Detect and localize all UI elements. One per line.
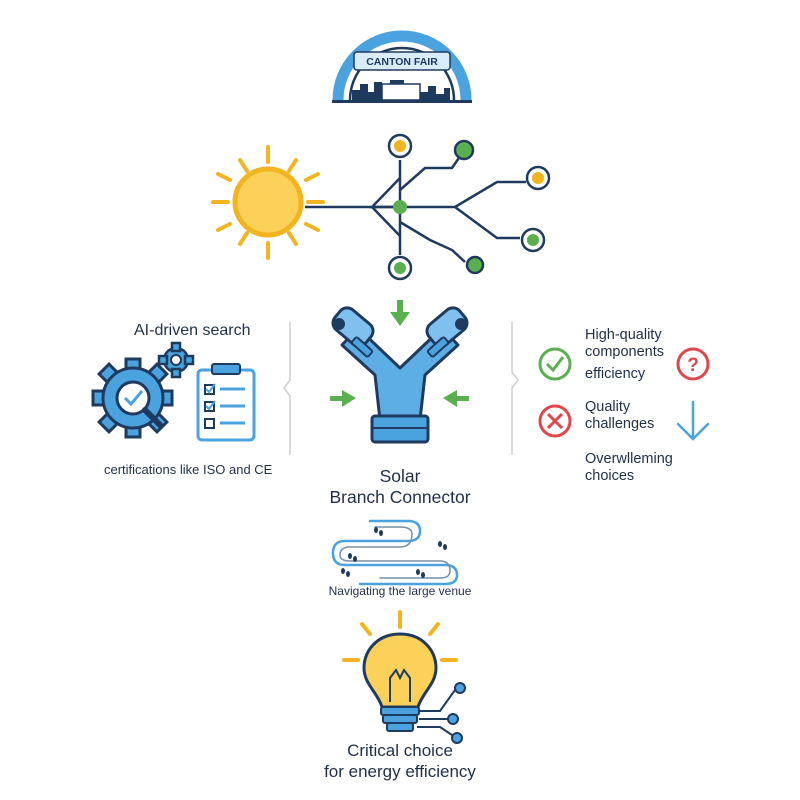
- connector-icon: [331, 306, 469, 444]
- sun-icon: [211, 145, 325, 260]
- footer-line2: for energy efficiency: [324, 762, 476, 781]
- product-title-line2: Branch Connector: [329, 487, 471, 507]
- gear-icon: [91, 341, 195, 439]
- arrow-down-green-icon: [390, 300, 410, 326]
- right-item-high-quality: High-quality components: [585, 327, 664, 360]
- product-title-line1: Solar: [379, 466, 421, 486]
- lightbulb-icon: [342, 610, 466, 744]
- x-icon: [538, 404, 572, 438]
- network-icon: [305, 133, 551, 281]
- certifications-caption: certifications like ISO and CE: [104, 462, 273, 477]
- arrow-left-green-icon: [443, 390, 469, 407]
- divider-right: [511, 322, 519, 455]
- canton-fair-logo: CANTON FAIR: [332, 30, 472, 103]
- footer-caption: Critical choice for energy efficiency: [280, 740, 520, 782]
- arrow-right-green-icon: [330, 390, 356, 407]
- product-title: Solar Branch Connector: [300, 466, 500, 508]
- footer-line1: Critical choice: [347, 741, 453, 760]
- logo-text: CANTON FAIR: [366, 56, 438, 68]
- right-item-quality-challenges: Quality challenges: [585, 399, 655, 432]
- navigation-caption: Navigating the large venue: [328, 584, 472, 598]
- divider-left: [283, 322, 291, 455]
- question-icon: ?: [676, 347, 710, 381]
- left-panel-title: AI-driven search: [134, 322, 251, 339]
- right-item-overwhelming-choices: Overwlleming choices: [585, 451, 673, 484]
- right-item-efficiency: efficiency: [585, 366, 646, 382]
- svg-text:?: ?: [687, 355, 699, 376]
- footsteps-path-icon: [331, 519, 459, 586]
- check-icon: [538, 347, 572, 381]
- down-arrow-icon: [676, 400, 710, 441]
- checklist-icon: [196, 363, 256, 442]
